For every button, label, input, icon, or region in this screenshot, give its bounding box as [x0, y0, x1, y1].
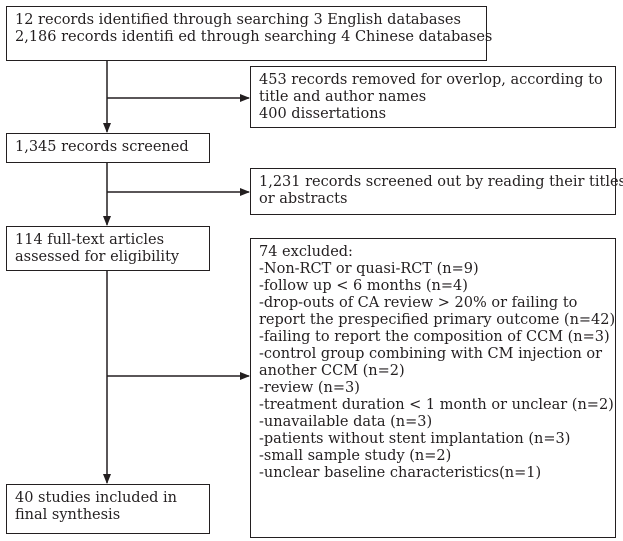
excluded-item: -small sample study (n=2) — [259, 448, 452, 464]
excluded-item: -unavailable data (n=3) — [259, 414, 433, 430]
screened-line: 1,345 records screened — [15, 139, 189, 155]
excluded-item: -failing to report the composition of CC… — [259, 329, 610, 345]
screened-out-line: or abstracts — [259, 191, 348, 207]
screened-box: 1,345 records screened — [6, 133, 210, 163]
excluded-item: -patients without stent implantation (n=… — [259, 431, 571, 447]
identification-box: 12 records identified through searching … — [6, 6, 493, 61]
included-line: final synthesis — [15, 507, 121, 523]
included-box: 40 studies included in final synthesis — [6, 484, 210, 534]
excluded-item: -review (n=3) — [259, 380, 360, 396]
excluded-item: -follow up < 6 months (n=4) — [259, 278, 468, 294]
excluded-item: -treatment duration < 1 month or unclear… — [259, 397, 614, 413]
full-text-line: 114 full-text articles — [15, 232, 165, 248]
identification-line: 12 records identified through searching … — [15, 12, 461, 28]
excluded-item: -control group combining with CM injecti… — [259, 346, 603, 362]
removed-line: title and author names — [259, 89, 427, 105]
screened-out-box: 1,231 records screened out by reading th… — [250, 168, 623, 215]
removed-line: 400 dissertations — [259, 106, 387, 122]
excluded-item: report the prespecified primary outcome … — [259, 312, 616, 328]
excluded-item: -unclear baseline characteristics(n=1) — [259, 465, 542, 481]
identification-line: 2,186 records identifi ed through search… — [15, 29, 493, 45]
included-line: 40 studies included in — [15, 490, 178, 506]
excluded-item: -Non-RCT or quasi-RCT (n=9) — [259, 261, 479, 277]
full-text-box: 114 full-text articles assessed for elig… — [6, 226, 210, 271]
screened-out-line: 1,231 records screened out by reading th… — [259, 174, 623, 190]
full-text-line: assessed for eligibility — [15, 249, 180, 265]
excluded-box: 74 excluded: -Non-RCT or quasi-RCT (n=9)… — [250, 238, 616, 538]
excluded-item: another CCM (n=2) — [259, 363, 405, 379]
removed-line: 453 records removed for overlop, accordi… — [259, 72, 603, 88]
excluded-title: 74 excluded: — [259, 244, 353, 260]
removed-box: 453 records removed for overlop, accordi… — [250, 66, 616, 128]
excluded-item: -drop-outs of CA review > 20% or failing… — [259, 295, 578, 311]
